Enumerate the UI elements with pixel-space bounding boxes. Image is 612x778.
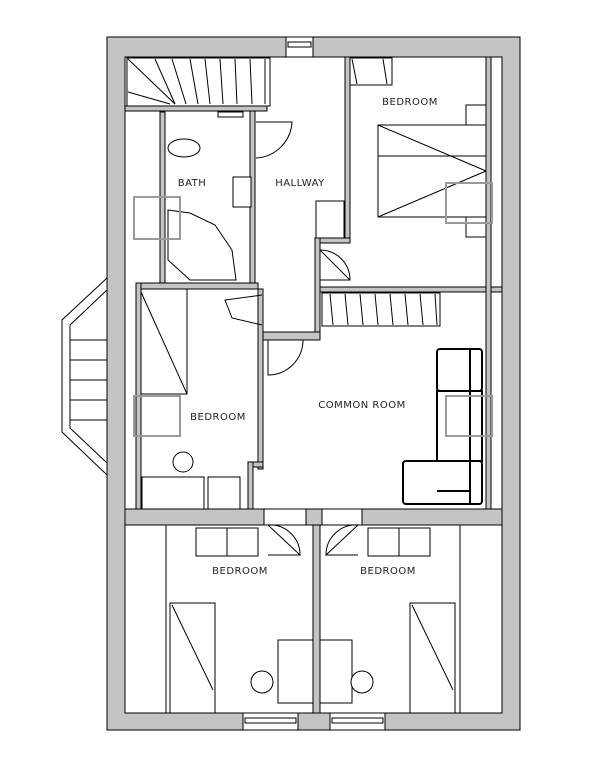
bay-window [61,276,108,477]
wall-hall-bedroom [344,56,351,243]
door-opening-se [321,508,363,526]
desk-w [141,476,205,510]
wall-hall-bottom [261,331,321,341]
door-opening-sw [263,508,307,526]
sink [232,176,252,208]
exterior-wall [106,36,521,731]
shower [167,209,237,281]
wall-bottom-mid [312,524,321,714]
wall-bedroomw-lower [247,461,254,510]
chair-w [172,451,194,473]
room-label-bath: BATH [177,178,207,189]
bed-sw [169,602,216,714]
wall-bath-bottom [135,282,259,290]
toilet [167,138,201,158]
wall-bath-west [159,111,166,286]
divider-wall [124,508,503,526]
wall-bedroomw-hall [257,288,264,470]
room-label-bedroom-se: BEDROOM [360,566,416,577]
bed-se [409,602,456,714]
bed-ne [377,124,487,218]
wall-bath-top [124,105,268,112]
radiator-bath [133,196,181,240]
sofa [402,348,483,505]
wall-hall-east [314,237,321,341]
staircase [126,57,441,327]
room-label-bedroom-sw: BEDROOM [212,566,268,577]
radiator-w [133,395,181,437]
room-label-bedroom-ne: BEDROOM [382,97,438,108]
cabinet [315,200,345,239]
radiator-common [445,395,493,437]
chair-se [350,670,374,694]
room-label-bedroom-w: BEDROOM [190,412,246,423]
desk-se [319,639,353,704]
wall-common-top [319,286,503,293]
room-label-common: COMMON ROOM [318,400,406,411]
wall-east-inner [485,56,492,510]
doors [224,121,359,556]
radiator-ne [445,182,493,224]
chair-sw [250,670,274,694]
desk-sw [277,639,314,704]
room-label-hallway: HALLWAY [275,178,325,189]
